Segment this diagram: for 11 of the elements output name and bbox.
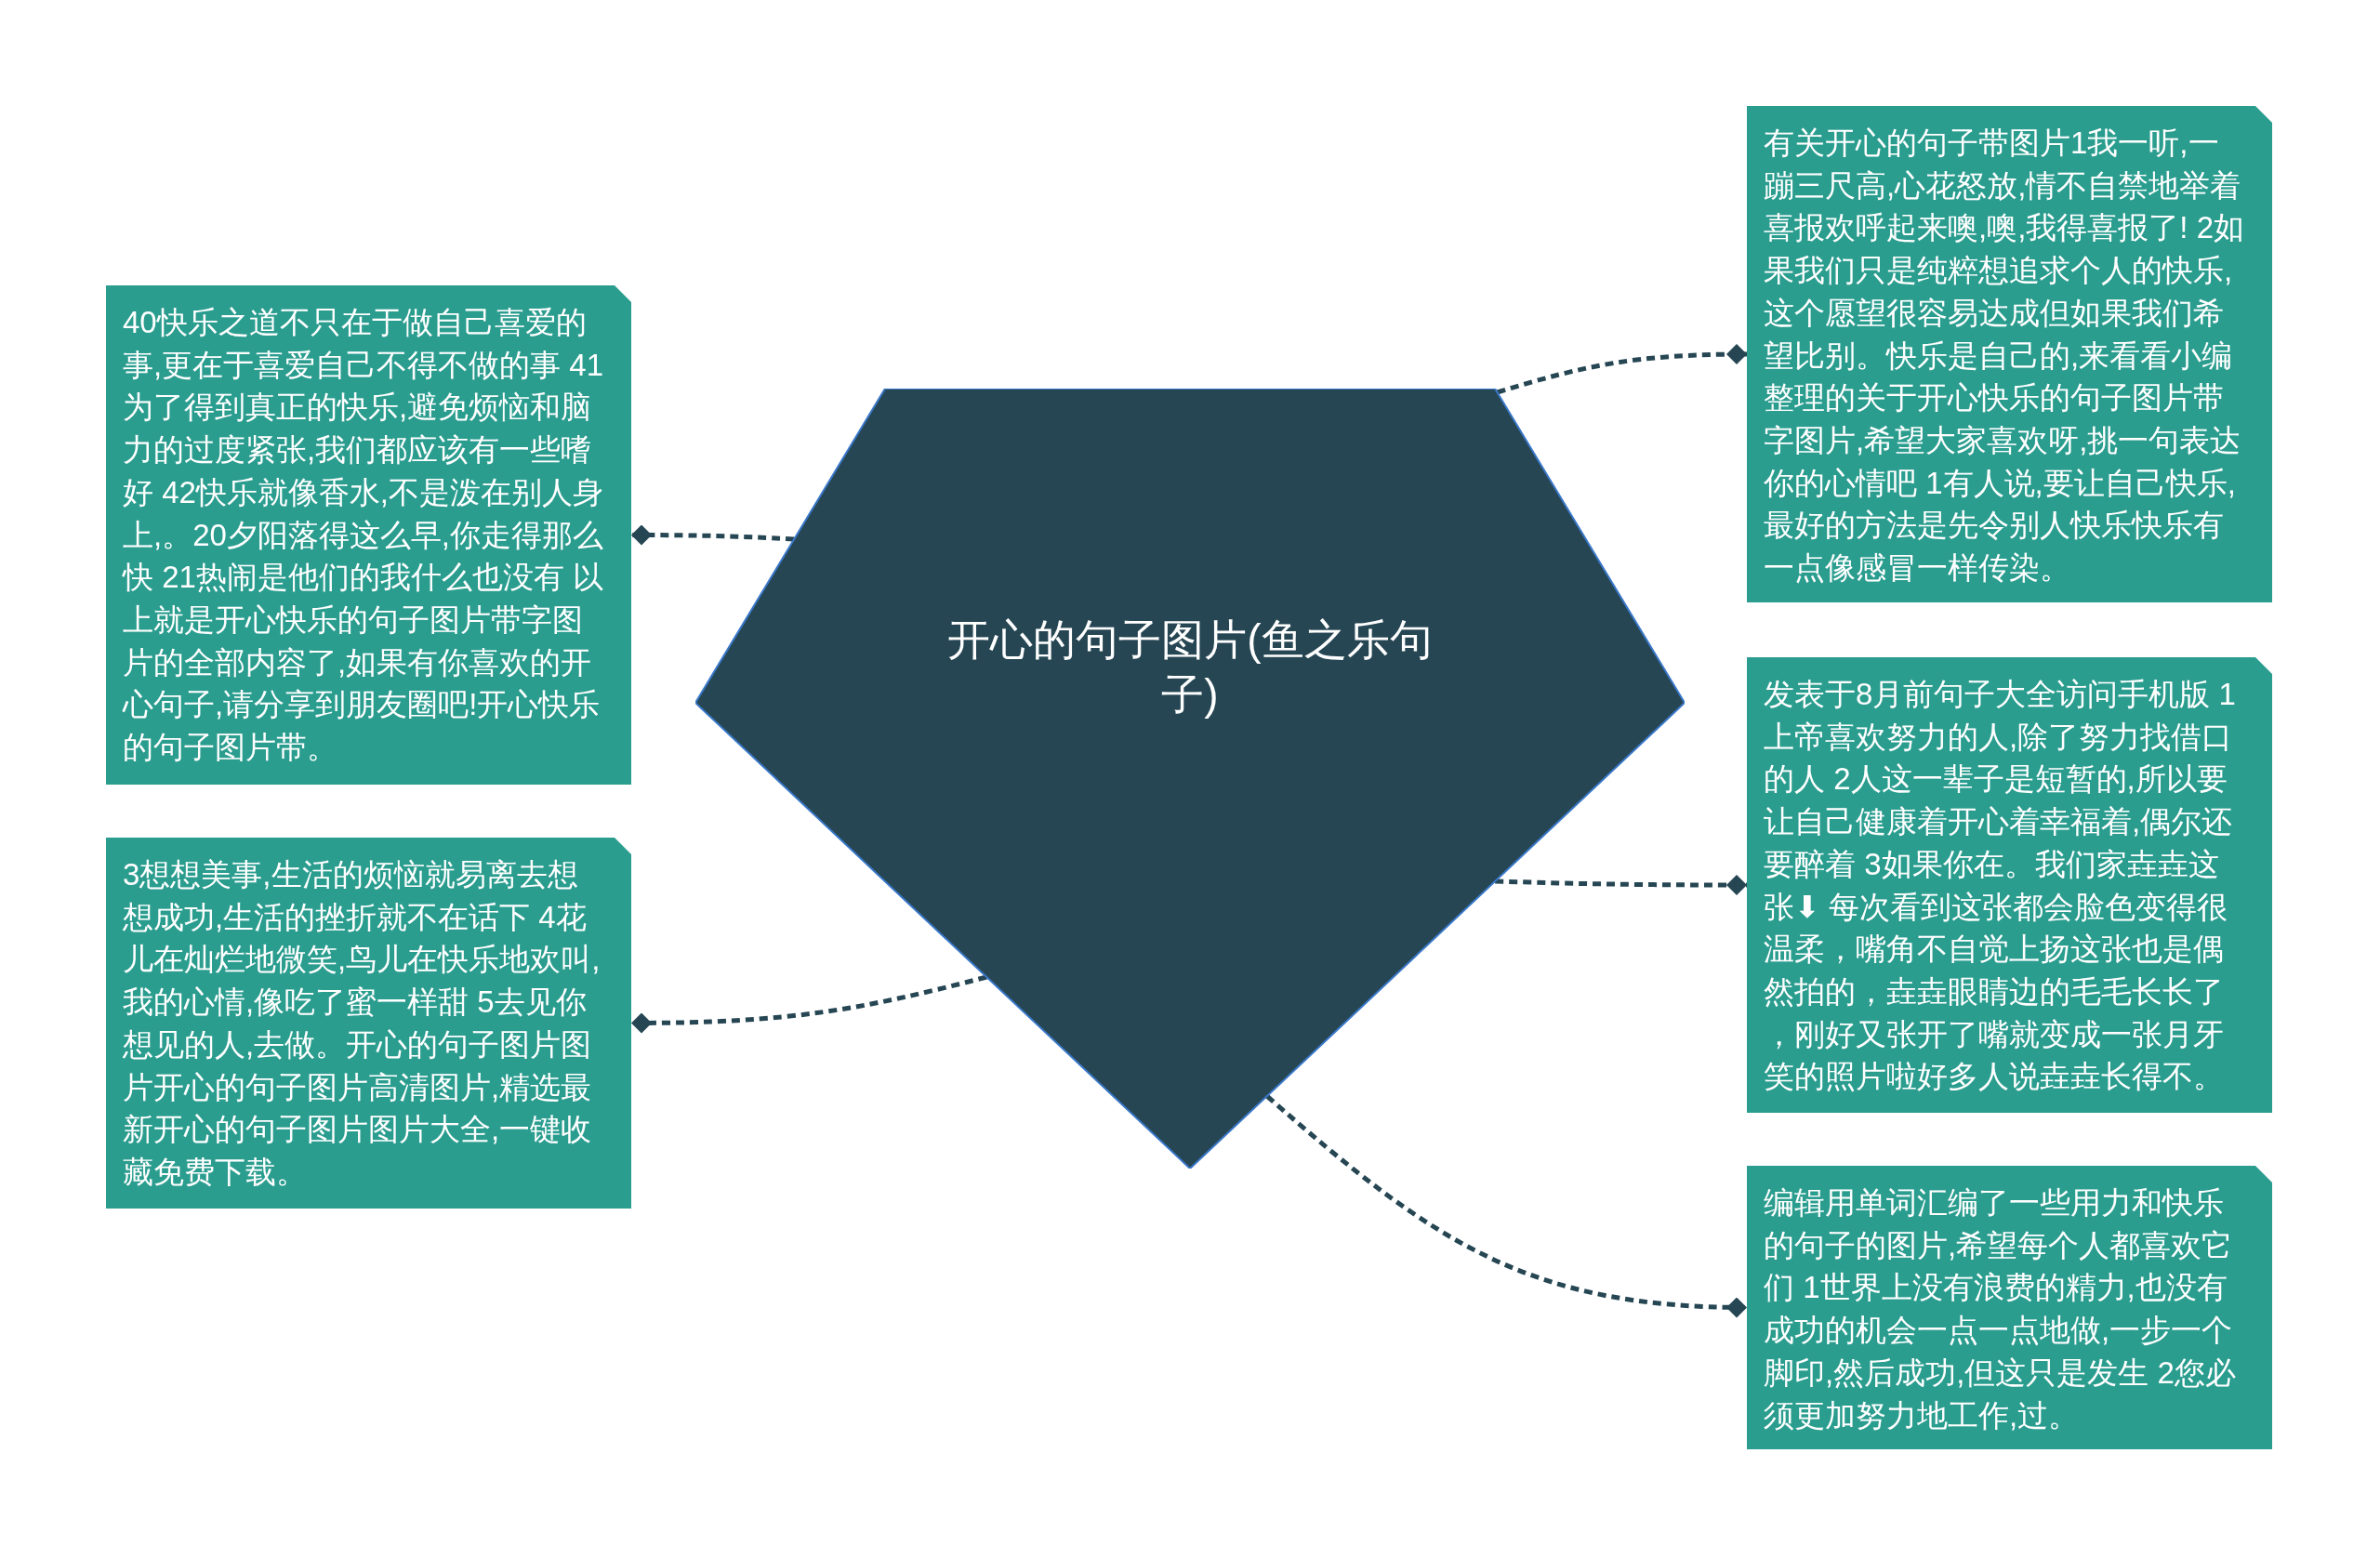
text-card: 有关开心的句子带图片1我一听,一蹦三尺高,心花怒放,情不自禁地举着喜报欢呼起来噢,噢,我得喜报了! 2如果我们只是纯粹想追求个人的快乐,这个愿望很容易达成但如果我们希望比别。快乐是自己的,来看看小编整理的关于开心快乐的句子图片带字图片,希望大家喜欢呀,挑一句表达你的心情吧 1有人说,要让自己快乐,最好的方法是先令别人快乐快乐有一点像感冒一样传染。 bbox=[1747, 106, 2272, 602]
text-card: 编辑用单词汇编了一些用力和快乐的句子的图片,希望每个人都喜欢它们 1世界上没有浪费的精力,也没有成功的机会一点一点地做,一步一个脚印,然后成功,但这只是发生 2您必须更加努力地工作,过。 bbox=[1747, 1166, 2272, 1450]
text-card: 发表于8月前句子大全访问手机版 1上帝喜欢努力的人,除了努力找借口的人 2人这一辈子是短暂的,所以要让自己健康着开心着幸福着,偶尔还要醉着 3如果你在。我们家垚垚这张⬇ 每次看到这张都会脸色变得很温柔，嘴角不自觉上扬这张也是偶然拍的，垚垚眼睛边的毛毛长长了，刚好又张开了嘴就变成一张月牙笑的照片啦好多人说垚垚长得不。 bbox=[1747, 657, 2272, 1113]
connector bbox=[1495, 875, 1747, 895]
connector bbox=[1265, 1094, 1748, 1318]
text-card: 40快乐之道不只在于做自己喜爱的事,更在于喜爱自己不得不做的事 41为了得到真正的快乐,避免烦恼和脑力的过度紧张,我们都应该有一些嗜好 42快乐就像香水,不是泼在别人身上,。20夕阳落得这么早,你走得那么快 21热闹是他们的我什么也没有 以上就是开心快乐的句子图片带字图片的全部内容了,如果有你喜欢的开心句子,请分享到朋友圈吧!开心快乐的句子图片带。 bbox=[106, 285, 631, 785]
pentagon-node: 开心的句子图片(鱼之乐句子) bbox=[695, 389, 1685, 1169]
connector bbox=[1496, 344, 1748, 395]
connector bbox=[631, 974, 987, 1034]
text-card: 3想想美事,生活的烦恼就易离去想想成功,生活的挫折就不在话下 4花儿在灿烂地微笑,鸟儿在快乐地欢叫,我的心情,像吃了蜜一样甜 5去见你想见的人,去做。开心的句子图片图片开心的句子图片高清图片,精选最新开心的句子图片图片大全,一键收藏免费下载。 bbox=[106, 838, 631, 1209]
connector bbox=[631, 524, 795, 546]
